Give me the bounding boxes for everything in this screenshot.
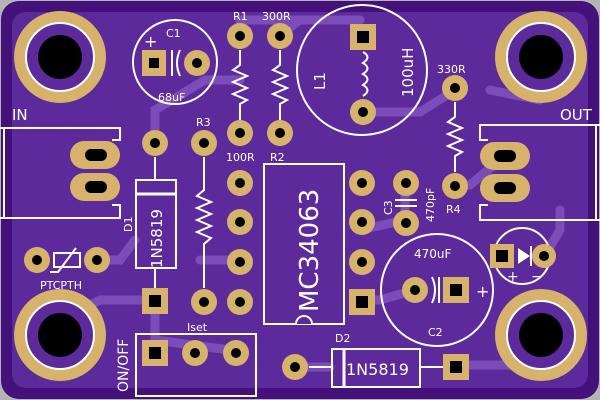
label-onoff: ON/OFF [116, 339, 132, 392]
resistor-r4 [442, 75, 468, 199]
label-c2: C2 [428, 326, 443, 339]
value-c1: 68uF [158, 91, 185, 104]
c2-plus: + [476, 282, 489, 301]
part-d2: 1N5819 [346, 360, 409, 379]
label-r4: R4 [446, 203, 461, 216]
output-connector [479, 124, 600, 221]
value-r2: 100R [226, 151, 255, 164]
part-d1: 1N5819 [148, 209, 166, 268]
label-out: OUT [560, 106, 593, 124]
input-connector [0, 127, 121, 219]
label-d2: D2 [335, 332, 350, 345]
label-r2: R2 [270, 151, 285, 164]
led-plus: + [507, 269, 519, 285]
resistor-r2 [267, 23, 293, 146]
ic-u1 [227, 163, 375, 325]
part-u1: MC34063 [295, 189, 325, 312]
led [490, 227, 556, 285]
label-l1: L1 [311, 72, 329, 90]
value-l1: 100uH [399, 48, 417, 97]
capacitor-c1 [132, 19, 218, 105]
label-d1: D1 [122, 217, 135, 232]
mounting-hole-top-right [495, 11, 587, 103]
capacitor-c3 [393, 170, 419, 236]
label-r1: R1 [233, 10, 248, 23]
resistor-r3 [191, 130, 217, 315]
label-ptc: PTCPTH [40, 279, 82, 292]
inductor-l1 [296, 4, 428, 136]
switch-header [135, 333, 257, 397]
label-in: IN [12, 106, 28, 124]
capacitor-c2 [380, 233, 494, 347]
label-c1: C1 [166, 27, 181, 40]
resistor-r1 [227, 23, 253, 146]
mounting-hole-bottom-right [495, 289, 587, 381]
value-c2: 470uF [414, 247, 452, 261]
value-r4: 330R [437, 63, 466, 76]
value-c3: 470pF [424, 188, 437, 222]
label-r3: R3 [196, 116, 211, 129]
label-c3: C3 [382, 200, 395, 215]
led-minus: − [531, 269, 543, 285]
c1-plus: + [144, 32, 157, 51]
mounting-hole-bottom-left [14, 289, 106, 381]
mounting-hole-top-left [14, 11, 106, 103]
diode-d1 [135, 130, 177, 314]
diode-d2 [282, 348, 469, 388]
label-iset: Iset [187, 321, 208, 334]
value-r1: 300R [262, 10, 291, 23]
ptc-fuse [24, 247, 110, 273]
